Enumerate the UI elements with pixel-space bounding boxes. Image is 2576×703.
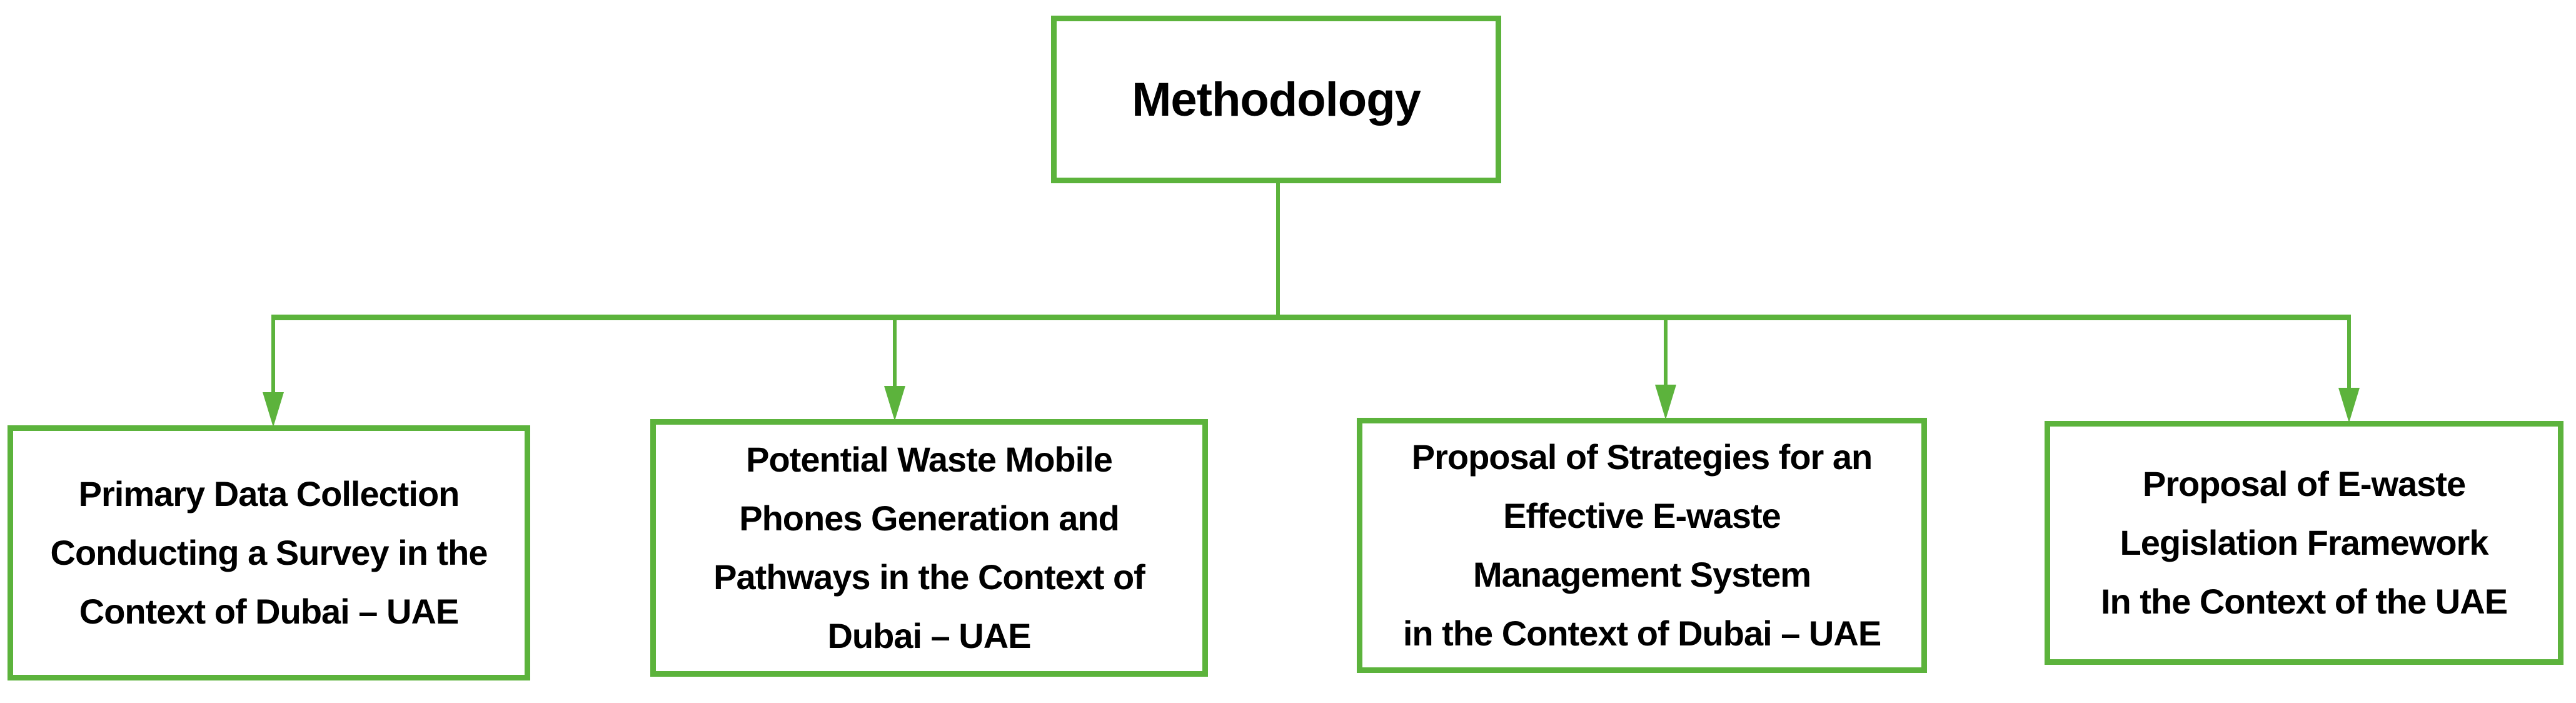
arrow-down-icon: [1655, 385, 1676, 420]
node-text-line: in the Context of Dubai – UAE: [1402, 614, 1881, 653]
connector-drop-4: [2347, 320, 2351, 389]
node-ewaste-legislation-framework: Proposal of E-waste Legislation Framewor…: [2045, 421, 2563, 665]
node-label: Proposal of Strategies for an Effective …: [1362, 428, 1921, 663]
node-label: Primary Data Collection Conducting a Sur…: [13, 465, 525, 641]
node-waste-mobile-phones-generation: Potential Waste Mobile Phones Generation…: [650, 419, 1208, 677]
node-text-line: Legislation Framework: [2120, 523, 2489, 562]
node-text-line: Pathways in the Context of: [713, 557, 1145, 597]
arrow-down-icon: [263, 392, 284, 427]
node-text-line: Effective E-waste: [1503, 496, 1781, 535]
arrow-down-icon: [2338, 388, 2360, 423]
node-text-line: Potential Waste Mobile: [746, 440, 1113, 479]
node-text-line: Phones Generation and: [739, 498, 1120, 538]
node-text-line: Management System: [1472, 555, 1811, 594]
node-text-line: Conducting a Survey in the: [50, 533, 488, 572]
node-text-line: In the Context of the UAE: [2100, 582, 2508, 621]
connector-drop-1: [271, 320, 275, 393]
node-text-line: Dubai – UAE: [827, 616, 1031, 655]
node-text-line: Proposal of Strategies for an: [1411, 437, 1873, 477]
connector-bus: [271, 315, 2351, 320]
node-methodology: Methodology: [1051, 16, 1501, 183]
node-text-line: Primary Data Collection: [78, 474, 460, 513]
node-strategies-ewaste-management: Proposal of Strategies for an Effective …: [1357, 418, 1927, 673]
connector-stem: [1276, 183, 1280, 317]
arrow-down-icon: [884, 386, 905, 421]
connector-drop-3: [1664, 320, 1668, 386]
node-label: Proposal of E-waste Legislation Framewor…: [2050, 455, 2558, 631]
node-text-line: Context of Dubai – UAE: [79, 592, 459, 631]
node-text-line: Proposal of E-waste: [2142, 464, 2466, 503]
connector-drop-2: [893, 320, 897, 387]
node-primary-data-collection: Primary Data Collection Conducting a Sur…: [8, 425, 530, 680]
node-label: Potential Waste Mobile Phones Generation…: [656, 430, 1202, 665]
node-methodology-label: Methodology: [1132, 73, 1421, 126]
